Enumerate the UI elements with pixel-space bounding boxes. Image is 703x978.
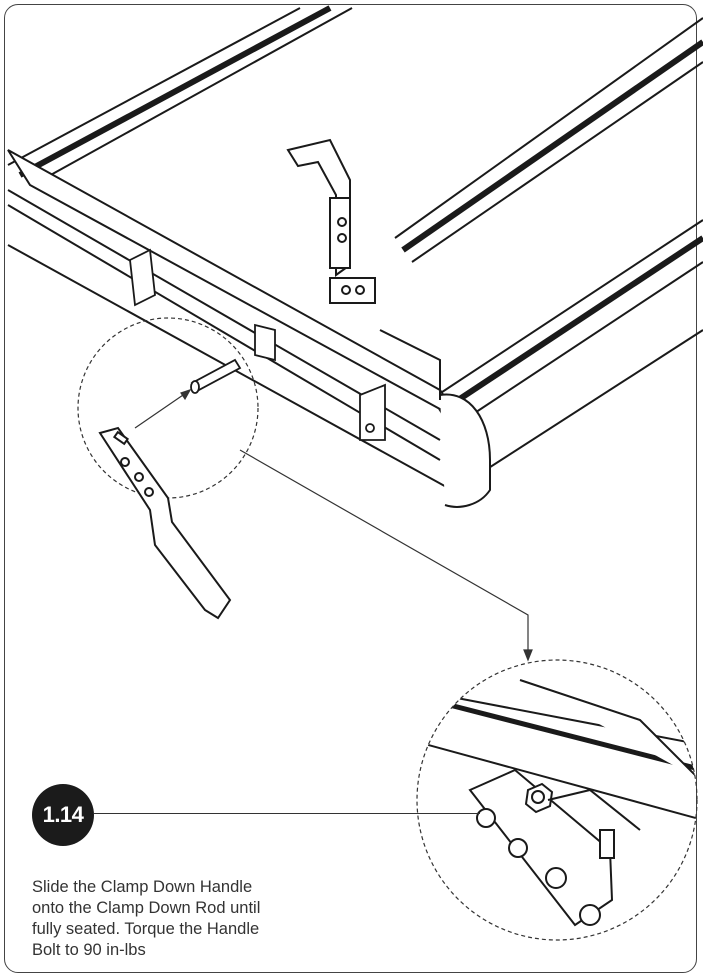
step-number-badge: 1.14	[32, 784, 94, 846]
instruction-text: Slide the Clamp Down Handle onto the Cla…	[32, 877, 332, 961]
instruction-line: onto the Clamp Down Rod until	[32, 899, 261, 917]
rack-rails	[7, 5, 703, 481]
install-arrow	[134, 388, 192, 429]
support-bracket	[286, 138, 376, 304]
instruction-line: fully seated. Torque the Handle	[32, 920, 260, 938]
step-number: 1.14	[42, 802, 84, 827]
detail-leader	[239, 449, 533, 662]
clamp-down-handle	[98, 426, 232, 620]
page-frame	[4, 4, 697, 973]
step-connector-line	[94, 813, 480, 814]
crossbar-clamps	[129, 248, 386, 441]
instruction-line: Slide the Clamp Down Handle	[32, 878, 253, 896]
front-crossbar	[7, 149, 491, 508]
clamp-down-rod	[190, 358, 242, 394]
zoom-indicator-circle	[77, 317, 259, 499]
instruction-line: Bolt to 90 in-lbs	[32, 941, 146, 959]
detail-view	[416, 659, 698, 941]
